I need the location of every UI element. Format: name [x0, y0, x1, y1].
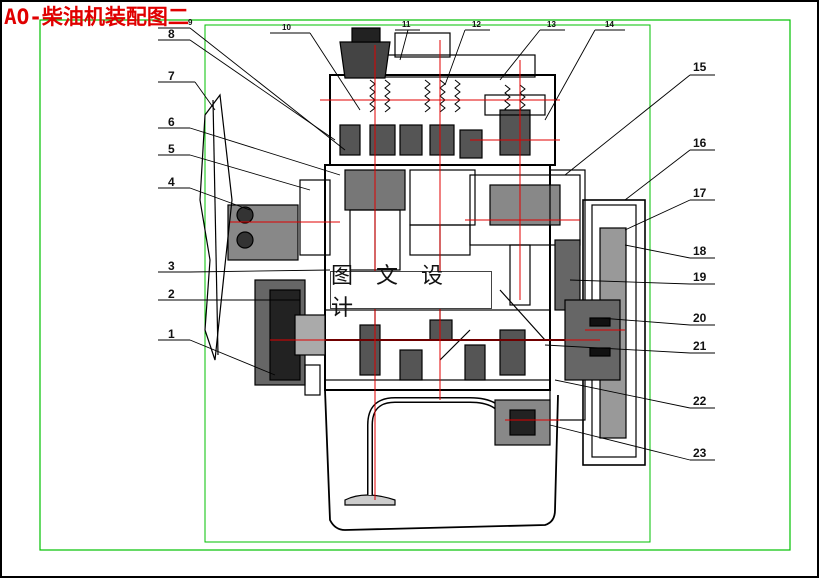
- leader-lines: [158, 27, 715, 461]
- callout-23: 23: [693, 446, 707, 460]
- oil-pan: [324, 389, 559, 531]
- callout-15: 15: [693, 60, 707, 74]
- front-pulley: [227, 179, 331, 396]
- callout-21: 21: [693, 339, 707, 353]
- callout-18: 18: [693, 244, 707, 258]
- callout-10: 10: [282, 23, 291, 32]
- callout-8: 8: [168, 27, 175, 41]
- oil-pickup-tube: [367, 397, 508, 495]
- callout-17: 17: [693, 186, 707, 200]
- callout-19: 19: [693, 270, 707, 284]
- centerlines: [230, 40, 625, 500]
- callout-9: 9: [188, 18, 193, 27]
- callout-2: 2: [168, 287, 175, 301]
- callout-4: 4: [168, 175, 175, 189]
- engine-section-view: [199, 27, 646, 531]
- drawing-title: AO-柴油机装配图二: [4, 5, 189, 29]
- callout-3: 3: [168, 259, 175, 273]
- callout-14: 14: [605, 20, 614, 29]
- watermark-label: 图 文 设 计: [330, 264, 492, 321]
- fan-blade: [199, 93, 233, 361]
- callout-6: 6: [168, 115, 175, 129]
- callout-5: 5: [168, 142, 175, 156]
- callout-22: 22: [693, 394, 707, 408]
- callout-7: 7: [168, 69, 175, 83]
- inner-frame: [39, 19, 791, 551]
- callout-20: 20: [693, 311, 707, 325]
- callout-16: 16: [693, 136, 707, 150]
- callout-labels: 9 8 7 6 5 4 3 2 1 10 11 12 13 14 15 16 1…: [168, 18, 707, 460]
- oil-pump: [494, 399, 551, 446]
- callout-12: 12: [472, 20, 481, 29]
- callout-13: 13: [547, 20, 556, 29]
- callout-1: 1: [168, 327, 175, 341]
- drawing-boundary: [204, 24, 651, 543]
- callout-11: 11: [402, 20, 411, 29]
